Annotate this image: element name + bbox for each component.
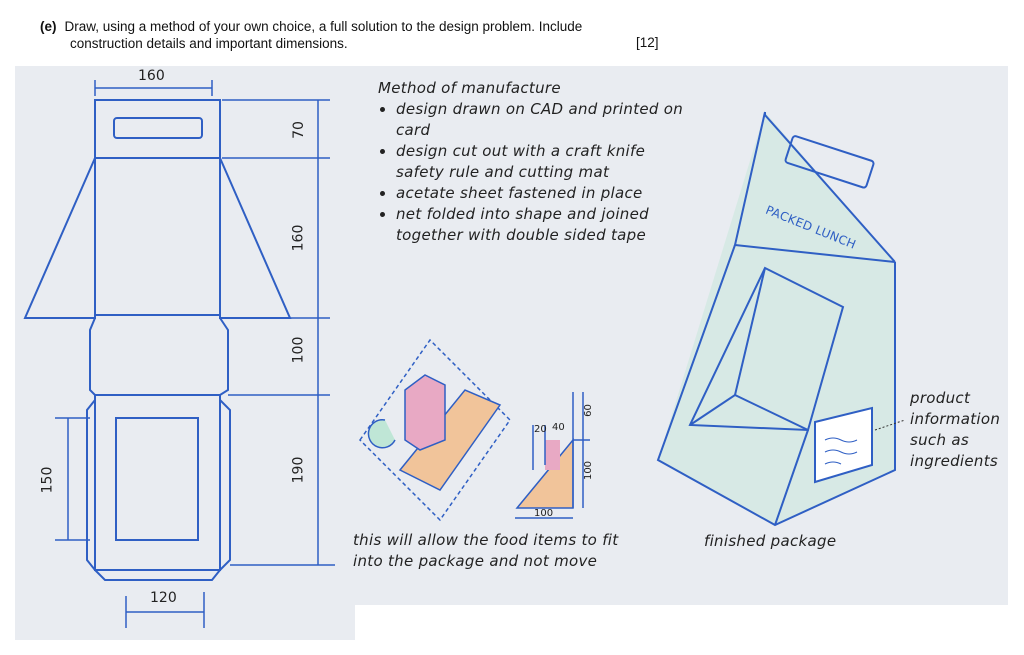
dim-small-40: 40 xyxy=(552,422,565,433)
method-title: Method of manufacture xyxy=(378,79,561,97)
package-net xyxy=(23,99,292,581)
question-text: (e) Draw, using a method of your own choi… xyxy=(40,18,582,52)
method-item: net folded into shape and joined togethe… xyxy=(396,204,698,246)
question-line-1: Draw, using a method of your own choice,… xyxy=(64,19,583,34)
method-item: acetate sheet fastened in place xyxy=(396,183,698,204)
caption-fit: this will allow the food items to fit in… xyxy=(353,531,619,570)
insert-side-diagram xyxy=(515,392,590,519)
dim-190: 190 xyxy=(290,456,307,484)
dim-160: 160 xyxy=(290,224,307,252)
question-label: (e) xyxy=(40,19,57,34)
method-item: design cut out with a craft knife safety… xyxy=(396,141,698,183)
dim-small-100-v: 100 xyxy=(583,460,595,481)
paper-cutout xyxy=(355,605,1008,640)
dim-150: 150 xyxy=(39,466,56,494)
question-marks: [12] xyxy=(636,35,659,50)
method-item: design drawn on CAD and printed on card xyxy=(396,99,698,141)
dim-top-width: 160 xyxy=(138,68,165,84)
method-of-manufacture: Method of manufacture design drawn on CA… xyxy=(378,78,698,246)
dim-70: 70 xyxy=(290,121,307,139)
dim-bottom-width: 120 xyxy=(150,590,177,606)
dim-small-60: 60 xyxy=(582,404,594,417)
product-info-note: product information such as ingredients xyxy=(910,389,1001,470)
dimension-lines xyxy=(55,80,335,628)
dim-100: 100 xyxy=(290,336,307,364)
finished-package-sketch xyxy=(656,111,906,527)
dim-small-100-h: 100 xyxy=(534,508,554,519)
question-line-2: construction details and important dimen… xyxy=(70,36,348,51)
caption-finished: finished package xyxy=(704,532,837,550)
dim-small-20: 20 xyxy=(534,424,547,435)
insert-3d-sketch xyxy=(359,338,511,522)
